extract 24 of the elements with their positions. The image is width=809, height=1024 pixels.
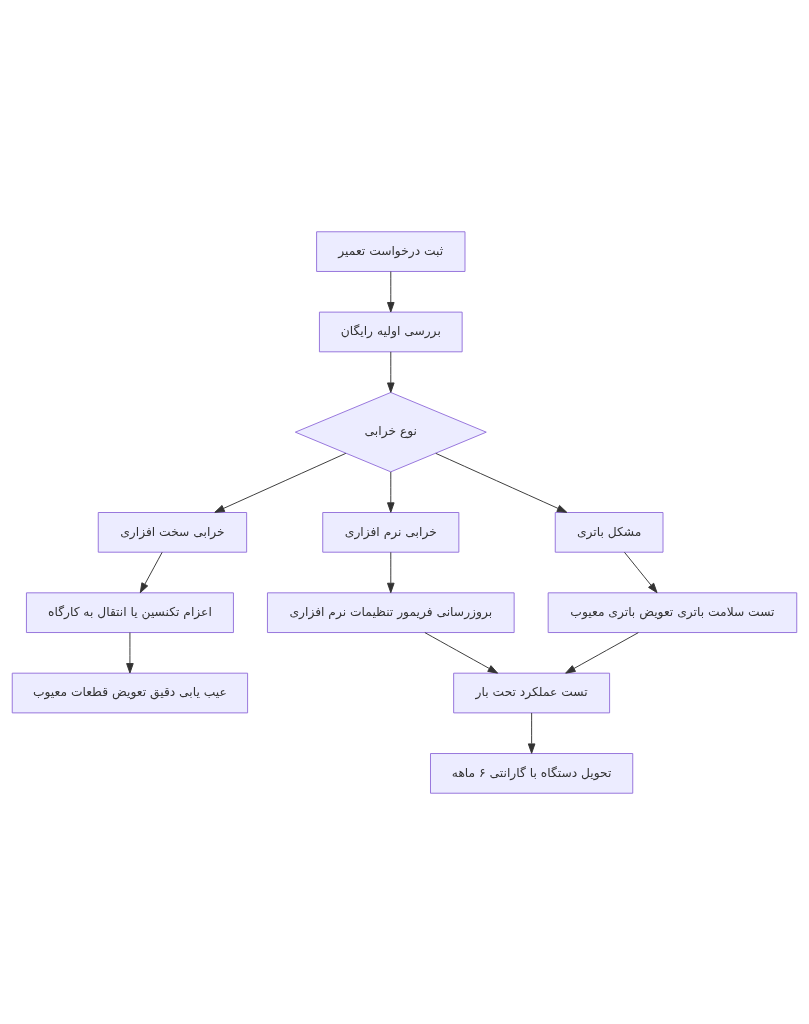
node-box: تست سلامت باتری تعویض باتری معیوب: [547, 591, 798, 633]
node-box: اعزام تکنسین یا انتقال به کارگاه: [25, 591, 234, 633]
arrow: [387, 350, 395, 393]
arrow: [424, 631, 499, 674]
node-diamond: نوع خرابی: [294, 391, 487, 472]
arrow: [387, 551, 395, 593]
arrow: [387, 470, 395, 513]
arrow: [624, 551, 658, 593]
node-box: تست عملکرد تحت بار: [453, 672, 611, 713]
arrow: [139, 551, 163, 593]
node-box: بررسی اولیه رایگان: [318, 311, 463, 352]
arrow: [214, 452, 347, 513]
node-box: بروزرسانی فریمور تنظیمات نرم افزاری: [266, 591, 515, 633]
arrow: [565, 631, 639, 674]
arrow: [435, 452, 568, 513]
arrow: [126, 631, 134, 673]
arrow: [527, 712, 536, 754]
node-box: ثبت درخواست تعمیر: [316, 230, 466, 272]
node-box: خرابی نرم افزاری: [322, 511, 460, 553]
node-box: خرابی سخت افزاری: [97, 511, 248, 553]
node-box: مشکل باتری: [554, 511, 664, 553]
node-box: تحویل دستگاه با گارانتی ۶ ماهه: [430, 752, 634, 794]
arrow: [387, 270, 395, 312]
node-box: عیب یابی دقیق تعویض قطعات معیوب: [11, 672, 249, 713]
